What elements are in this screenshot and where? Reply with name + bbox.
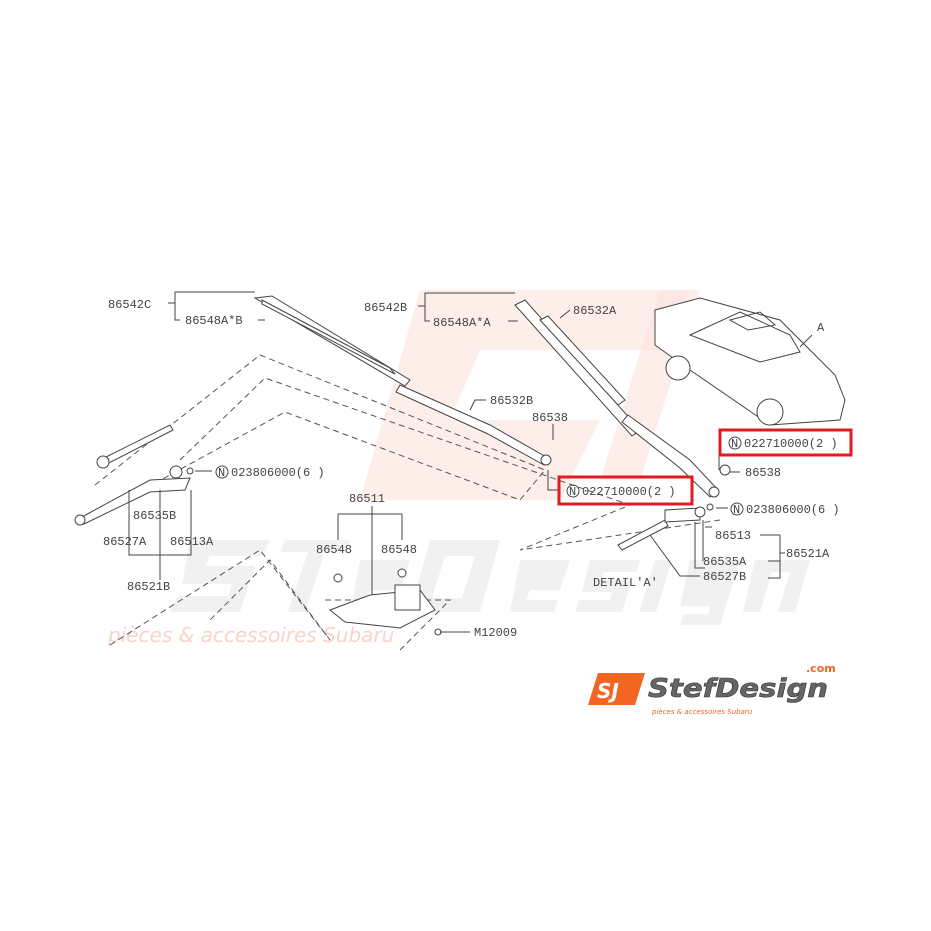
logo-mark (588, 673, 645, 705)
label-86548-left: 86548 (316, 543, 352, 557)
car-illustration (654, 297, 846, 426)
right-wiper-blade (514, 299, 720, 498)
label-86527A: 86527A (103, 535, 147, 549)
n-symbol: N (733, 503, 740, 517)
wiper-motor (329, 568, 442, 636)
label-86548A-B: 86548A*B (185, 314, 243, 328)
label-bolt-right: 023806000(6 ) (746, 503, 840, 517)
label-nut-right: 022710000(2 ) (744, 437, 838, 451)
label-detail-ref: A (817, 321, 825, 335)
callout-lines (128, 291, 785, 633)
label-86535A: 86535A (703, 555, 747, 569)
right-linkage (617, 464, 731, 551)
bolt-callout-left: N 023806000(6 ) (215, 465, 325, 480)
label-86535B: 86535B (133, 509, 176, 523)
label-bolt-left: 023806000(6 ) (231, 466, 325, 480)
label-86532A: 86532A (573, 304, 617, 318)
label-86513: 86513 (715, 529, 751, 543)
highlight-box-right (718, 428, 853, 457)
nut-callout-left: N 022710000(2 ) (557, 475, 694, 506)
label-86532B: 86532B (490, 394, 533, 408)
label-86513A: 86513A (170, 535, 214, 549)
nut-callout-right: N 022710000(2 ) (718, 428, 853, 457)
label-86548A-A: 86548A*A (433, 316, 491, 330)
label-nut-left: 022710000(2 ) (582, 485, 676, 499)
label-86542C: 86542C (108, 298, 151, 312)
label-86511: 86511 (349, 492, 385, 506)
logo-tagline: pièces & accessoires Subaru (651, 708, 753, 716)
label-86527B: 86527B (703, 570, 746, 584)
label-86548-right: 86548 (381, 543, 417, 557)
label-86538-left: 86538 (532, 411, 568, 425)
label-86521A: 86521A (786, 547, 830, 561)
n-symbol: N (731, 437, 738, 451)
bolt-callout-right: N 023806000(6 ) (730, 502, 840, 517)
label-86538-right: 86538 (745, 466, 781, 480)
logo-mark-text: SJ (597, 679, 619, 703)
left-linkage (74, 424, 212, 526)
left-wiper-blade (253, 295, 552, 466)
logo-domain: .com (806, 662, 836, 675)
stefdesign-logo: SJ StefDesign .com pièces & accessoires … (588, 662, 836, 716)
label-detail-a: DETAIL'A' (593, 576, 658, 590)
label-86521B: 86521B (127, 580, 170, 594)
n-symbol: N (569, 485, 576, 499)
n-symbol: N (218, 466, 225, 480)
label-86542B: 86542B (364, 301, 407, 315)
logo-brand: StefDesign (648, 674, 828, 704)
highlight-box-left (557, 475, 694, 506)
watermark-tagline: pièces & accessoires Subaru (107, 623, 394, 647)
label-M12009: M12009 (474, 626, 517, 640)
